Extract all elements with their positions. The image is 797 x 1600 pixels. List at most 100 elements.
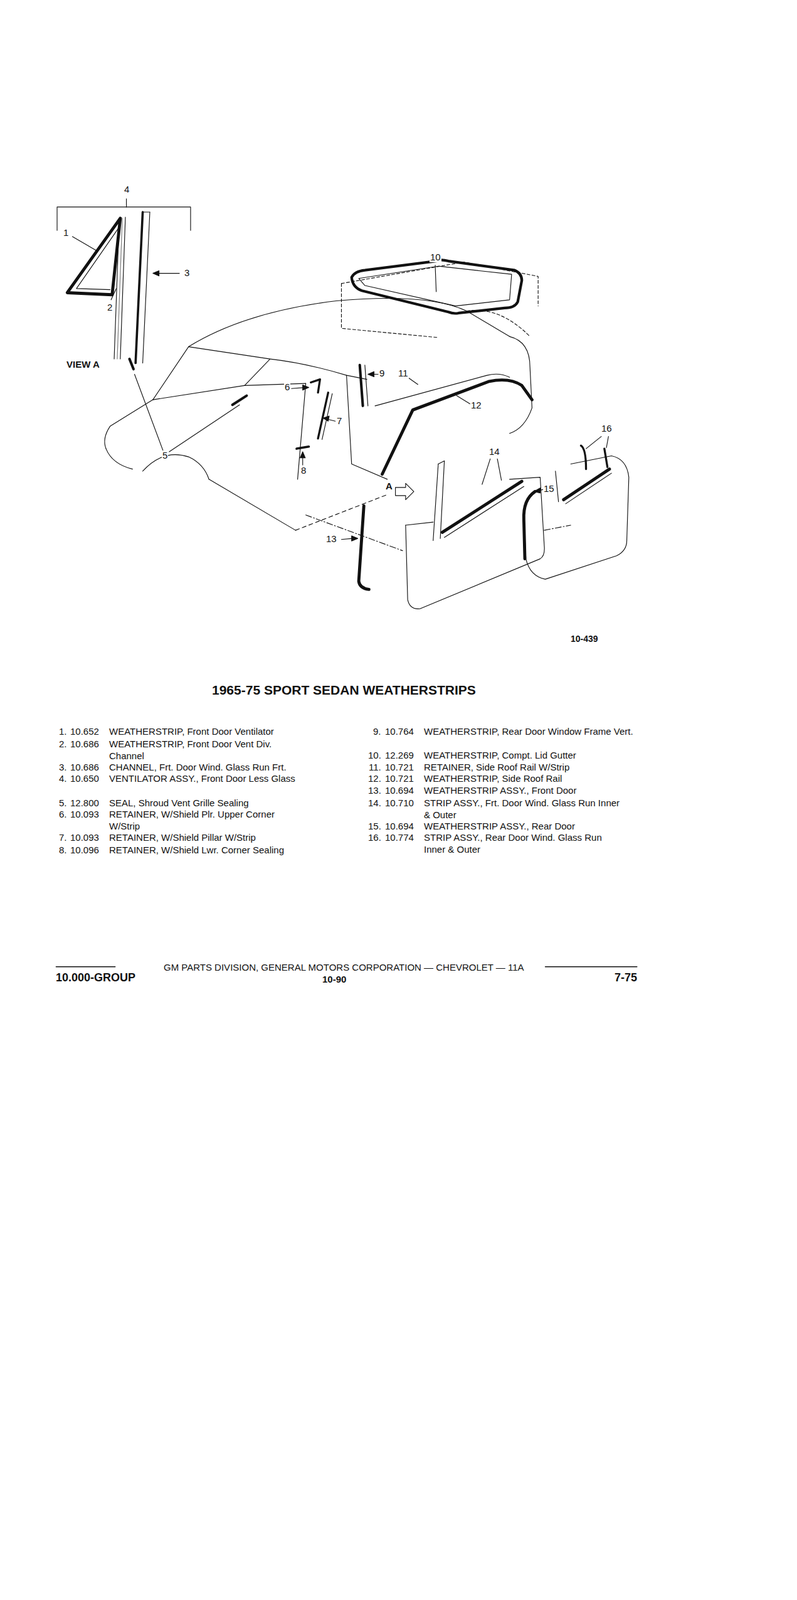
illustration-group-line — [555, 470, 559, 502]
callout-number: A — [385, 480, 394, 491]
illustration-group-line — [586, 436, 602, 449]
illustration-group-line — [153, 385, 245, 400]
front-door — [341, 458, 545, 609]
callout-number: VIEW A — [65, 359, 101, 370]
illustration-group-line — [545, 965, 638, 967]
illustration-group-line — [244, 383, 307, 386]
part-number: 10.694 — [385, 819, 414, 832]
part-number: 10.093 — [70, 807, 100, 820]
item-number: 3. — [58, 760, 68, 773]
part-description: WEATHERSTRIP, Front Door Ventilator — [109, 724, 275, 737]
illustration-group-line — [232, 395, 248, 406]
illustration-group-line — [444, 485, 525, 537]
part-number: 10.650 — [70, 771, 100, 784]
illustration-group-line — [482, 458, 491, 485]
illustration-group-line — [364, 364, 369, 406]
illustration-group-line — [244, 358, 271, 386]
illustration-group-line — [300, 451, 306, 458]
part-number: 10.764 — [385, 724, 414, 737]
illustration-group-line — [368, 371, 375, 377]
callout-number: 1 — [62, 227, 69, 238]
illustration-group-line — [188, 297, 510, 347]
callout-number: 6 — [284, 381, 291, 392]
illustration-group-line — [134, 373, 164, 451]
item-number: 7. — [58, 830, 68, 843]
illustration-group-line — [110, 288, 117, 300]
view-bracket — [57, 198, 191, 231]
illustration-group-line — [120, 216, 126, 359]
illustration-group-line — [142, 454, 210, 480]
part-description: WEATHERSTRIP ASSY., Rear Door — [423, 819, 576, 832]
illustration-group-line — [169, 404, 240, 452]
illustration-group-line — [580, 445, 586, 469]
illustration-group-line — [435, 265, 437, 292]
illustration-group-line — [440, 460, 445, 539]
part-number: 10.694 — [385, 783, 414, 796]
illustration-group-line — [358, 505, 369, 589]
item-number: 9. — [373, 724, 382, 737]
illustration-group-line — [322, 393, 333, 439]
item-number: 8. — [58, 843, 68, 856]
callout-number: 9 — [378, 368, 386, 379]
item-number: 1. — [58, 724, 68, 737]
callout-number: 15 — [543, 483, 555, 494]
illustration-group-line — [105, 448, 133, 470]
part-description: CHANNEL, Frt. Door Wind. Glass Run Frt. — [109, 760, 287, 773]
illustration-group-line — [438, 460, 445, 465]
part-description: STRIP ASSY., Rear Door Wind. Glass Run I… — [423, 830, 626, 855]
illustration-group-line — [359, 364, 364, 406]
footer-text: GM PARTS DIVISION, GENERAL MOTORS CORPOR… — [163, 960, 525, 973]
illustration-group-line — [142, 211, 150, 364]
part-description: RETAINER, W/Shield Plr. Upper Corner W/S… — [109, 807, 301, 832]
illustration-group-line — [72, 236, 97, 251]
illustration-group-line — [544, 524, 571, 530]
illustration-group-line — [302, 385, 310, 391]
item-number: 16. — [368, 830, 382, 843]
illustration-group-line — [153, 346, 189, 401]
illustration-group-line — [523, 490, 535, 559]
illustration-group-line — [565, 472, 612, 504]
illustration-group-line — [405, 521, 434, 525]
illustration-group-line — [153, 270, 160, 276]
illustration-group-line — [341, 283, 438, 338]
part-number: 10.652 — [70, 724, 100, 737]
seal-part — [134, 373, 336, 465]
illustration-group-line — [126, 198, 127, 207]
illustration-group-line — [374, 373, 510, 406]
rear-door — [523, 436, 629, 580]
part-description: WEATHERSTRIP, Side Roof Rail — [423, 771, 562, 784]
item-number: 10. — [368, 748, 382, 761]
illustration-group-line — [142, 211, 150, 212]
illustration-group-line — [407, 376, 418, 384]
item-number: 6. — [58, 807, 68, 820]
illustration-group-line — [57, 206, 191, 231]
callout-number: 13 — [325, 533, 338, 544]
callout-number: 16 — [600, 423, 613, 434]
illustration-group-line — [76, 228, 119, 290]
illustration-group-line — [466, 310, 530, 337]
illustration-group-line — [395, 482, 414, 500]
part-number: 10.710 — [385, 796, 414, 809]
item-number: 11. — [368, 760, 382, 773]
illustration-group-line — [117, 218, 123, 359]
part-description: RETAINER, Side Roof Rail W/Strip — [423, 760, 570, 773]
illustration-group-line — [497, 458, 502, 480]
leader-line — [72, 236, 180, 300]
part-description: VENTILATOR ASSY., Front Door Less Glass — [109, 771, 301, 784]
part-description: WEATHERSTRIP, Compt. Lid Gutter — [423, 748, 577, 761]
illustration-group-line — [188, 346, 367, 380]
part-number: 10.093 — [70, 830, 100, 843]
illustration-group-line — [135, 211, 143, 364]
illustration-group-line — [306, 514, 403, 551]
part-description: RETAINER, W/Shield Lwr. Corner Sealing — [109, 843, 285, 856]
callout-number: 5 — [161, 450, 169, 461]
part-number: 12.269 — [385, 748, 414, 761]
item-number: 13. — [368, 783, 382, 796]
callout-number: 11 — [397, 368, 409, 379]
part-number: 10.774 — [385, 830, 414, 843]
illustration-group-line — [55, 965, 115, 967]
part-description: STRIP ASSY., Frt. Door Wind. Glass Run I… — [423, 796, 624, 821]
callout-number: 7 — [336, 415, 343, 426]
illustration-group-line — [297, 383, 307, 480]
